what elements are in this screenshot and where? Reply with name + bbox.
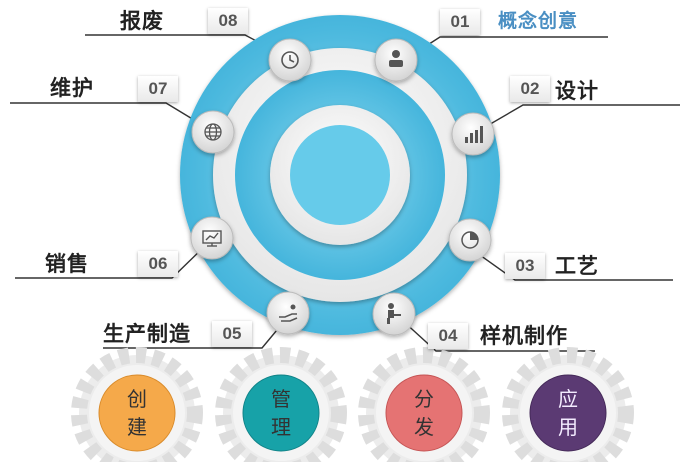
leader-line-06 [15,242,209,279]
center-rings [180,15,500,335]
gear-2 [215,347,347,462]
node-08 [268,38,312,82]
gear-text-3: 分 发 [409,385,439,441]
gear-text-2: 管 理 [266,385,296,441]
clock-icon [281,51,299,69]
step-number-03: 03 [505,253,545,279]
monitor-chart-icon [202,230,222,247]
gear-text-3-line1: 分 [414,387,434,411]
gear-text-2-line1: 管 [271,387,291,411]
step-label-02: 设计 [555,78,599,103]
hand-icon [279,304,298,322]
gear-text-1-line1: 创 [127,387,147,411]
globe-icon [204,123,222,141]
gear-text-4-line2: 用 [558,415,578,439]
step-number-06: 06 [138,251,178,277]
node-01 [374,38,418,82]
user-icon [389,50,403,67]
gear-text-3-line2: 发 [414,415,434,439]
step-label-03: 工艺 [555,253,599,278]
node-07 [191,110,235,154]
step-label-07: 维护 [50,75,94,100]
step-number-07: 07 [138,76,178,102]
step-number-02: 02 [510,76,550,102]
center-core [290,125,390,225]
leader-line-02 [479,104,680,131]
gear-text-2-line2: 理 [271,415,291,439]
gear-text-1-line2: 建 [127,415,147,439]
step-number-05: 05 [212,321,252,347]
leader-line-04 [401,319,595,352]
node-06 [190,216,234,260]
step-label-01: 概念创意 [498,10,579,32]
pie-chart-icon [461,231,479,249]
leader-lines [10,34,680,352]
step-label-04: 样机制作 [480,323,568,348]
step-label-05: 生产制造 [103,321,191,346]
leader-line-03 [469,247,673,281]
step-number-01: 01 [440,9,480,35]
gear-1 [71,347,203,462]
gear-text-4: 应 用 [553,385,583,441]
node-05 [266,291,310,335]
step-number-08: 08 [208,8,248,34]
bar-chart-icon [465,126,483,143]
worker-icon [387,303,401,324]
step-label-06: 销售 [45,251,89,276]
gear-text-1: 创 建 [122,385,152,441]
node-02 [451,112,495,156]
step-number-04: 04 [428,323,468,349]
gear-3 [358,347,490,462]
gear-4 [502,347,634,462]
leader-line-07 [10,102,205,127]
node-03 [448,218,492,262]
icon-nodes [190,38,495,336]
step-label-08: 报废 [120,8,164,33]
node-04 [372,292,416,336]
gear-text-4-line1: 应 [558,387,578,411]
gears [71,347,634,462]
